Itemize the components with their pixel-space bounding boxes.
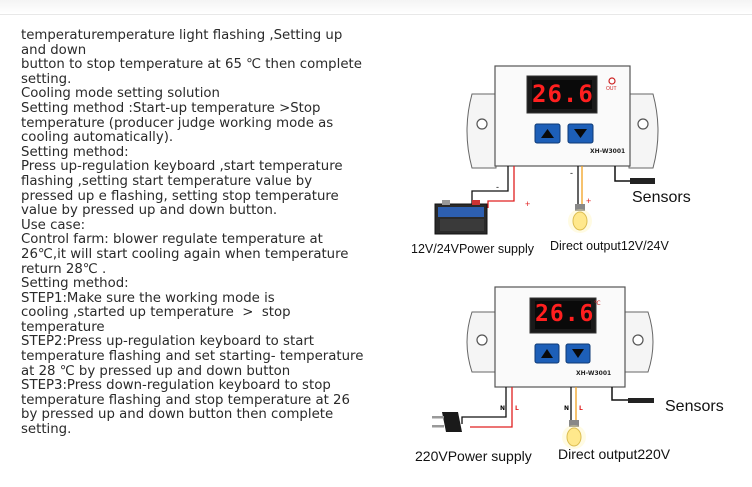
text-line: Setting method: xyxy=(21,144,129,160)
right-mounting-ear xyxy=(628,93,659,169)
led-display-window xyxy=(535,301,591,329)
text-line: temperature (producer judge working mode… xyxy=(21,115,334,131)
text-line: by pressed up and down button then compl… xyxy=(21,407,334,423)
top-border xyxy=(0,0,752,15)
battery-icon xyxy=(434,200,488,235)
light-bulb-icon xyxy=(562,420,586,449)
positive-sign: + xyxy=(525,199,531,209)
text-line: Setting method: xyxy=(21,276,129,292)
text-line: 26℃,it will start cooling again when tem… xyxy=(21,246,349,262)
screw-hole-icon xyxy=(476,118,488,130)
text-line: STEP2:Press up-regulation keyboard to st… xyxy=(21,334,315,350)
model-label: XH-W3001 xyxy=(576,370,612,377)
left-mounting-ear xyxy=(466,93,497,169)
output-negative-sign: - xyxy=(570,168,573,178)
neutral-letter: N xyxy=(500,405,506,412)
live-letter: L xyxy=(515,405,519,412)
screw-hole-icon xyxy=(632,334,644,346)
instruction-text: temperaturemperature light flashing ,Set… xyxy=(21,28,383,438)
text-line: at 28 ℃ by pressed up and down button xyxy=(21,363,291,379)
led-display-window xyxy=(532,80,592,109)
text-line: Cooling mode setting solution xyxy=(21,86,220,102)
power-supply-label: 12V/24VPower supply xyxy=(411,242,534,256)
temperature-readout: 26.6 xyxy=(535,301,595,327)
text-line: return 28℃ . xyxy=(21,261,107,277)
power-supply-label: 220VPower supply xyxy=(415,448,532,464)
text-line: setting. xyxy=(21,422,72,438)
up-arrow-icon xyxy=(541,129,554,138)
sensor-wire xyxy=(614,166,630,182)
model-label: XH-W3001 xyxy=(590,148,626,155)
text-line: setting. xyxy=(21,71,72,87)
power-wire-positive xyxy=(487,166,515,208)
power-wire-negative xyxy=(471,166,509,204)
wiring-diagram-dc-graphic xyxy=(434,65,659,235)
text-line: Setting method :Start-up temperature >St… xyxy=(21,100,321,116)
up-arrow-icon xyxy=(541,349,553,358)
output-positive-sign: + xyxy=(586,196,592,206)
down-arrow-icon xyxy=(572,349,584,358)
sensor-probe-icon xyxy=(630,178,655,184)
text-line: Control farm: blower regulate temperatur… xyxy=(21,232,323,248)
text-line: Press up-regulation keyboard ,start temp… xyxy=(21,159,343,175)
text-line: value by pressed up and down button. xyxy=(21,203,278,219)
temperature-readout: 26.6 xyxy=(532,80,594,108)
direct-output-label: Direct output12V/24V xyxy=(550,239,669,253)
output-neutral-letter: N xyxy=(564,405,570,412)
direct-output-label: Direct output220V xyxy=(558,446,671,462)
text-line: Use case: xyxy=(21,217,86,233)
unit-mark: ℃ xyxy=(594,301,601,307)
text-line: STEP3:Press down-regulation keyboard to … xyxy=(21,378,331,394)
screw-hole-icon xyxy=(476,334,488,346)
sensor-probe-icon xyxy=(628,398,654,403)
sensor-wire xyxy=(611,387,628,401)
text-line: button to stop temperature at 65 ℃ then … xyxy=(21,57,362,73)
text-line: STEP1:Make sure the working mode is xyxy=(21,290,275,306)
text-line: pressed up e flashing, setting stop temp… xyxy=(21,188,339,204)
sensors-label: Sensors xyxy=(632,189,691,206)
power-wire-live xyxy=(470,387,513,428)
negative-sign: - xyxy=(496,182,499,192)
out-label: OUT xyxy=(606,86,617,92)
text-line: temperaturemperature light flashing ,Set… xyxy=(21,28,343,43)
text-line: cooling ,started up temperature > stop xyxy=(21,305,291,321)
wiring-diagram-ac-graphic xyxy=(432,286,654,449)
output-live-letter: L xyxy=(579,405,583,412)
sensors-label: Sensors xyxy=(665,398,724,415)
down-arrow-icon xyxy=(574,129,587,138)
text-line: and down xyxy=(21,42,87,58)
wiring-diagram-dc: 26.6 OUT XH-W3001 - + - + Sensors 12V/24… xyxy=(400,56,750,266)
text-line: temperature flashing and set starting- t… xyxy=(21,349,364,365)
power-plug-icon xyxy=(432,412,462,432)
wiring-diagram-ac: 26.6 ℃ XH-W3001 N L N L Sensors 220VPowe… xyxy=(400,282,750,482)
text-line: temperature xyxy=(21,319,105,335)
light-bulb-icon xyxy=(568,204,592,233)
out-indicator-icon xyxy=(608,77,616,85)
text-line: temperature flashing and stop temperatur… xyxy=(21,392,350,408)
text-line: cooling automatically). xyxy=(21,130,174,146)
screw-hole-icon xyxy=(637,118,649,130)
text-line: flashing ,setting start temperature valu… xyxy=(21,173,313,189)
power-wire-neutral xyxy=(461,387,507,424)
